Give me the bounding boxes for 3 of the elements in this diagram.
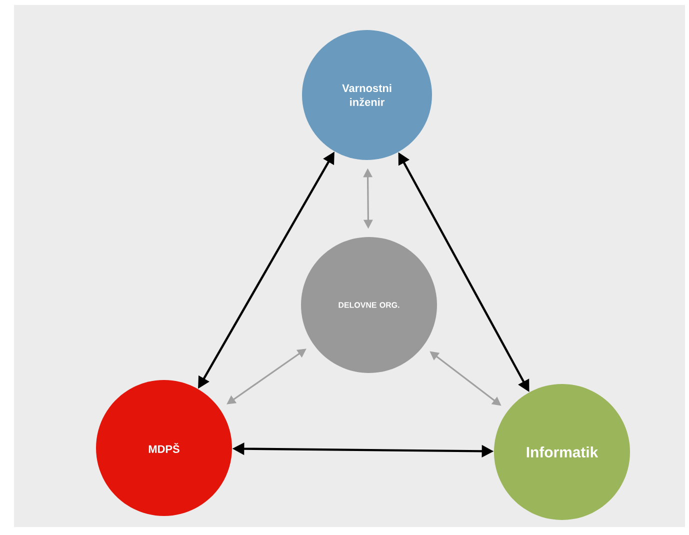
- circle-node: Varnostni inženir: [302, 30, 432, 160]
- circle-node: MDPŠ: [96, 380, 232, 516]
- circle-node: Informatik: [494, 384, 630, 520]
